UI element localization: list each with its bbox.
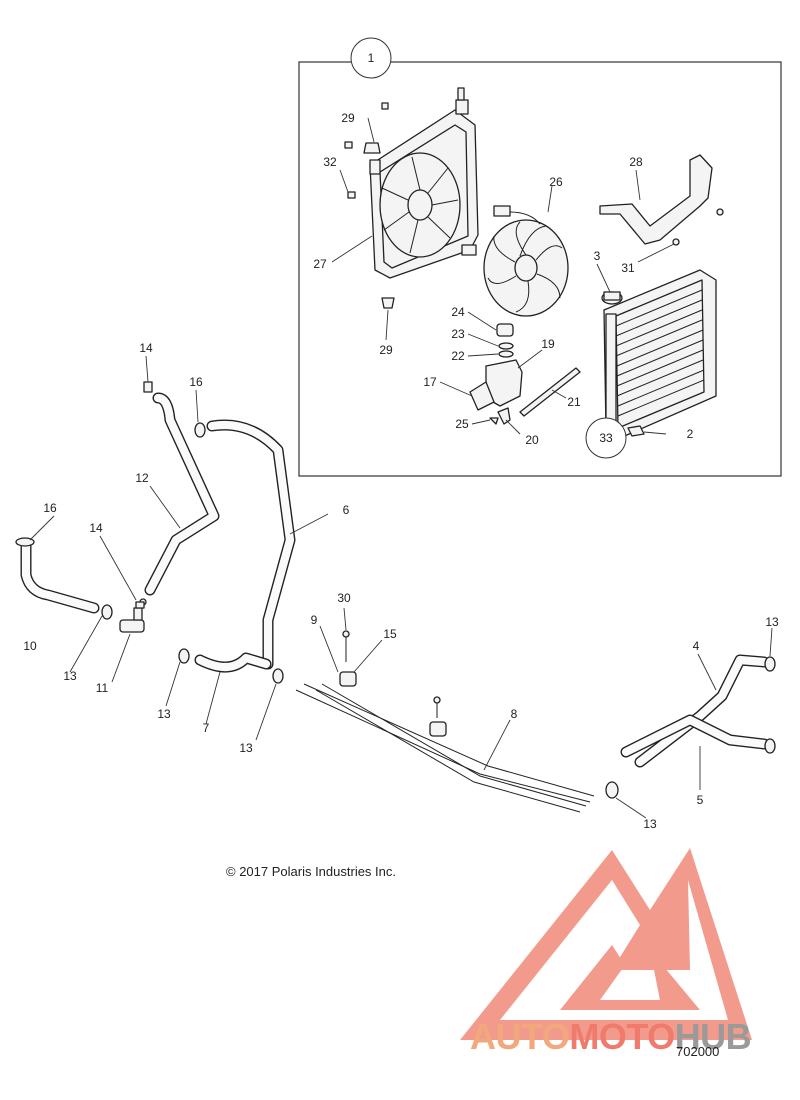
callout-30: 30 xyxy=(337,591,351,605)
shroud-bolts xyxy=(344,102,395,309)
callout-17: 17 xyxy=(423,375,437,389)
coolant-reservoir xyxy=(469,323,581,425)
leader-lines xyxy=(29,117,773,819)
hose-10 xyxy=(15,537,100,614)
callout-16-top: 16 xyxy=(189,375,203,389)
callout-20: 20 xyxy=(525,433,539,447)
callout-3: 3 xyxy=(594,249,601,263)
pipe-8 xyxy=(295,630,595,813)
assembly-frame xyxy=(298,61,782,477)
callout-28: 28 xyxy=(629,155,643,169)
callout-circle-33 xyxy=(585,417,627,459)
hose-7 xyxy=(194,652,272,673)
callout-16-left: 16 xyxy=(43,501,57,515)
figure-number: 702000 xyxy=(676,1044,720,1059)
callout-13-b: 13 xyxy=(157,707,171,721)
callout-21: 21 xyxy=(567,395,581,409)
callout-23: 23 xyxy=(451,327,465,341)
copyright-notice: © 2017 Polaris Industries Inc. xyxy=(226,864,396,879)
hose-12 xyxy=(144,392,220,596)
callout-22: 22 xyxy=(451,349,465,363)
callout-11: 11 xyxy=(96,681,109,695)
callout-2: 2 xyxy=(687,427,694,441)
callout-24: 24 xyxy=(451,305,465,319)
callout-31: 31 xyxy=(621,261,635,275)
callout-25: 25 xyxy=(455,417,469,431)
radiator xyxy=(601,269,717,439)
hose-clamps xyxy=(101,381,776,799)
hose-6 xyxy=(206,419,296,670)
callout-4: 4 xyxy=(693,639,700,653)
callout-1: 1 xyxy=(368,51,375,65)
callout-9: 9 xyxy=(311,613,318,627)
callout-26: 26 xyxy=(549,175,563,189)
watermark-hub: HUB xyxy=(674,1016,752,1057)
callout-circle-1 xyxy=(350,37,392,79)
callout-33: 33 xyxy=(599,431,613,445)
callout-13-e: 13 xyxy=(643,817,657,831)
callout-32: 32 xyxy=(323,155,337,169)
callout-27: 27 xyxy=(313,257,327,271)
watermark-auto: AUTO xyxy=(470,1016,570,1057)
callout-19: 19 xyxy=(541,337,555,351)
callout-7: 7 xyxy=(203,721,210,735)
fan-shroud xyxy=(369,87,479,279)
callout-29-bottom: 29 xyxy=(379,343,393,357)
callout-29-top: 29 xyxy=(341,111,355,125)
callout-14-top: 14 xyxy=(139,341,153,355)
watermark-moto: MOTO xyxy=(569,1016,675,1057)
callout-15: 15 xyxy=(383,627,397,641)
cooling-fan xyxy=(483,205,569,317)
callout-labels: 1 33 29 32 27 29 26 28 31 3 2 24 23 22 1… xyxy=(23,51,779,831)
callout-13-c: 13 xyxy=(239,741,253,755)
callout-8: 8 xyxy=(511,707,518,721)
callout-5: 5 xyxy=(697,793,704,807)
callout-13-d: 13 xyxy=(765,615,779,629)
callout-13-a: 13 xyxy=(63,669,77,683)
hose-4-5 xyxy=(620,654,770,768)
callout-6: 6 xyxy=(343,503,350,517)
callout-10: 10 xyxy=(23,639,37,653)
radiator-bracket xyxy=(599,154,724,246)
callout-14-left: 14 xyxy=(89,521,103,535)
watermark-logo xyxy=(460,848,752,1040)
watermark-text: AUTOMOTOHUB xyxy=(470,1016,752,1058)
callout-12: 12 xyxy=(135,471,149,485)
